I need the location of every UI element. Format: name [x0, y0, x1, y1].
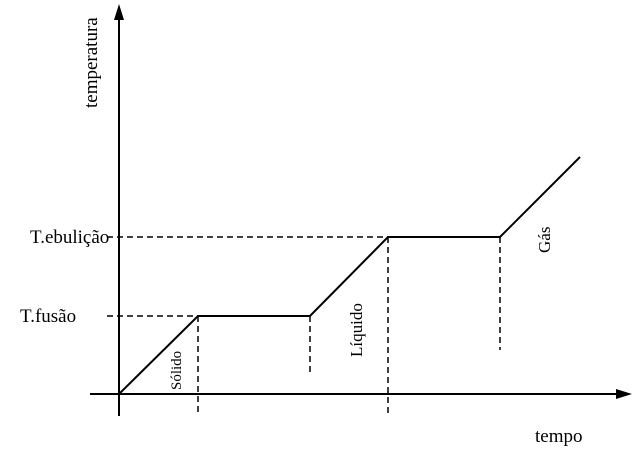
axes: [90, 4, 632, 416]
heating-curve: [118, 156, 581, 395]
melting-temperature-label: T.fusão: [20, 306, 76, 327]
y-axis-arrowhead: [114, 4, 124, 20]
x-axis-arrowhead: [616, 389, 632, 399]
y-axis-label: temperatura: [81, 17, 102, 108]
liquid-phase-label: Líquido: [347, 303, 366, 357]
gas-phase-label: Gás: [535, 227, 554, 253]
x-axis-label: tempo: [535, 426, 583, 447]
boiling-temperature-label: T.ebulição: [30, 227, 109, 248]
guide-lines: [107, 236, 501, 414]
solid-phase-label: Sólido: [169, 351, 185, 390]
